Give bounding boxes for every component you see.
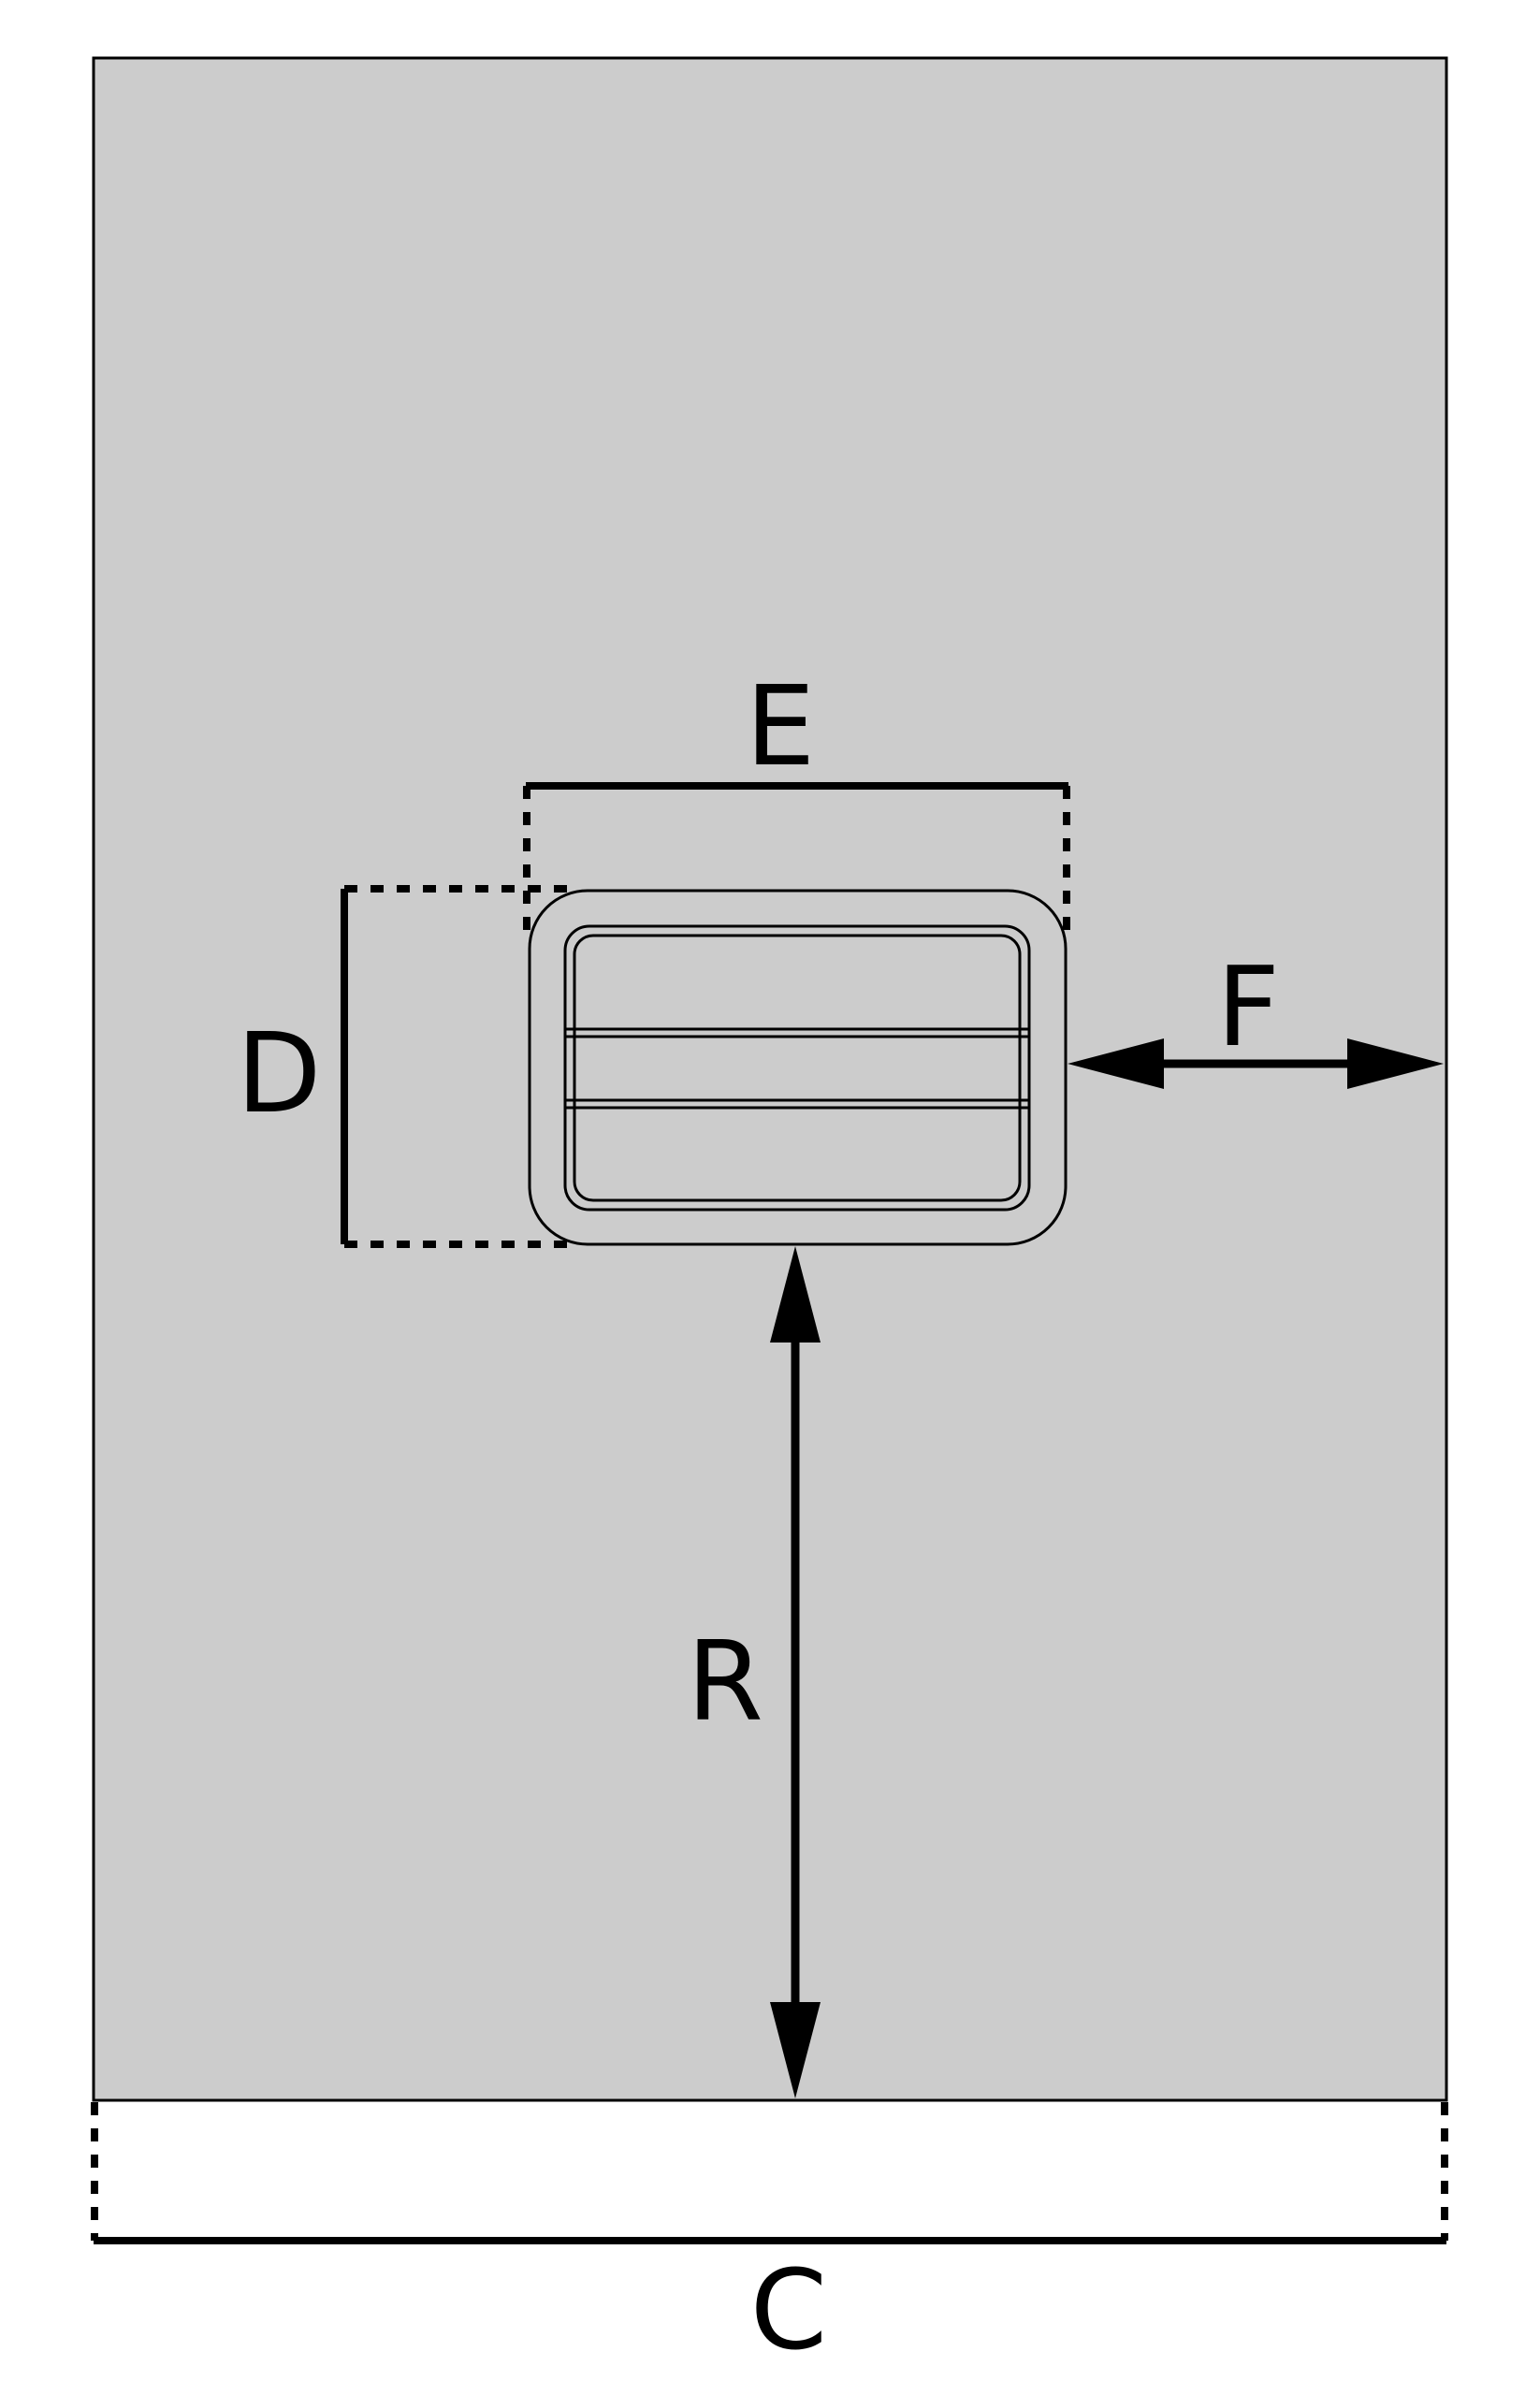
gray-panel [92,56,1448,2102]
dimension-r-arrowhead-bottom [770,2002,821,2098]
dimension-c-label: C [750,2245,827,2374]
dimension-r: R [687,1246,821,2098]
dimension-f-arrowhead-right [1347,1038,1444,1089]
buckle-inner-frame [563,924,1031,1212]
dimension-e: E [523,661,1070,936]
buckle-outer-frame [528,889,1068,1246]
dimension-f-label: F [1216,942,1280,1071]
dimension-d-label: D [237,1009,322,1138]
dimension-f: F [1068,942,1444,1089]
dimension-d: D [237,885,573,1248]
buckle-icon [528,889,1068,1246]
dimension-r-arrowhead-top [770,1246,821,1343]
dimension-r-label: R [687,1617,763,1746]
dimension-c: C [91,2102,1448,2374]
dimension-f-arrowhead-left [1068,1038,1164,1089]
buckle-inner-frame-inset [573,934,1022,1202]
dimension-e-label: E [746,661,816,791]
